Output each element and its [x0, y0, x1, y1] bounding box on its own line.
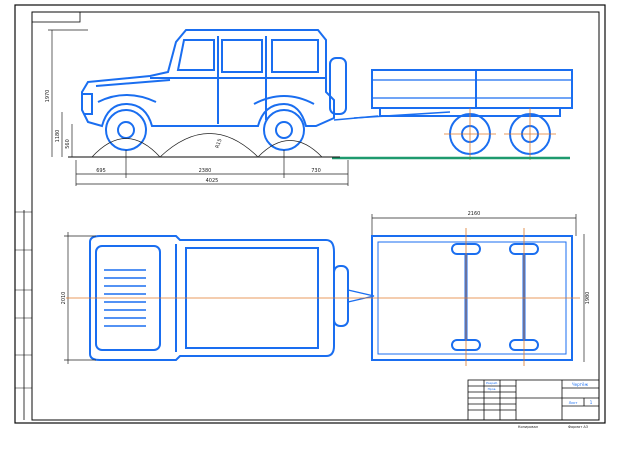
- front-fender: [97, 94, 157, 103]
- dim-wheel-radius: R15: [215, 138, 224, 149]
- side-view-jeep: [81, 29, 379, 151]
- dim-overall-height: 1970: [45, 90, 51, 103]
- clearance-arcs: [91, 133, 323, 158]
- trailer-axle-group: [451, 243, 539, 351]
- title-block: [467, 379, 600, 421]
- front-wheel: [105, 109, 147, 151]
- towbar-plan: [347, 289, 375, 303]
- dim-overall-length: 4025: [206, 178, 219, 184]
- trailer-box: [371, 69, 573, 109]
- rear-door-window: [221, 39, 263, 73]
- spare-wheel: [329, 57, 347, 115]
- side-view-dimensions: [48, 29, 349, 186]
- dim-rear-overhang: 730: [311, 168, 321, 174]
- side-view-trailer: [353, 69, 573, 155]
- dim-bumper-height: 560: [65, 139, 71, 149]
- front-wheel-hub: [117, 121, 135, 139]
- inner-frame: [31, 11, 600, 421]
- footer-copied: Копировал: [518, 425, 538, 429]
- trailer-centerlines: [444, 108, 556, 160]
- title-block-sheet-no: 1: [590, 400, 593, 405]
- title-block-checker: Пров.: [488, 387, 497, 391]
- dim-trailer-width: 1980: [585, 292, 591, 305]
- dim-plan-width: 2010: [61, 292, 67, 305]
- title-block-doc-no: Чертёж: [572, 382, 589, 387]
- corner-stamp: [31, 11, 81, 23]
- side-stamp-cells: [15, 211, 32, 389]
- front-grille: [82, 93, 93, 115]
- dim-wheelbase: 2380: [199, 168, 212, 174]
- front-door-window: [176, 39, 215, 71]
- rear-wheel: [263, 109, 305, 151]
- bonnet-line: [95, 79, 171, 87]
- dim-front-overhang: 695: [96, 168, 106, 174]
- dim-trailer-length: 2160: [468, 211, 481, 217]
- footer-format: Формат А3: [568, 425, 588, 429]
- side-window: [271, 39, 319, 73]
- rear-wheel-hub: [275, 121, 293, 139]
- plan-centerlines: [66, 228, 580, 366]
- jeep-plan-outline: [89, 235, 335, 361]
- spare-wheel-plan: [333, 265, 349, 327]
- jeep-body-outline: [81, 29, 335, 128]
- dim-rear-height: 1180: [55, 130, 61, 143]
- outer-frame: [14, 4, 606, 424]
- bonnet-louvres: [104, 269, 146, 327]
- title-block-designer: Разраб.: [486, 381, 498, 385]
- title-block-sheet-label: Лист: [569, 401, 578, 405]
- rear-fender: [253, 95, 315, 105]
